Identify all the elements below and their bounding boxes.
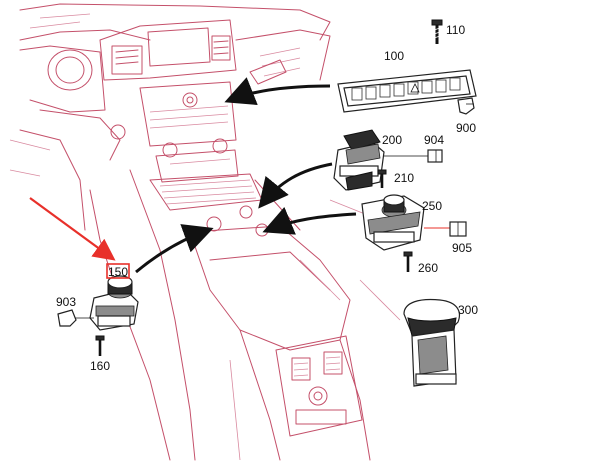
screw-160[interactable] <box>95 335 105 356</box>
part-labels: 110 100 900 200 904 210 250 905 260 300 … <box>56 23 478 373</box>
vehicle-interior-outline <box>9 3 401 461</box>
label-300: 300 <box>458 303 478 317</box>
part-300-selector[interactable] <box>403 298 461 387</box>
label-904: 904 <box>424 133 444 147</box>
screw-260[interactable] <box>403 251 413 272</box>
leader-arrows <box>135 77 357 274</box>
part-100-switch-panel[interactable] <box>337 69 477 113</box>
connector-903[interactable] <box>57 309 94 327</box>
label-200: 200 <box>382 133 402 147</box>
hazard-triangle-icon <box>410 83 420 93</box>
connector-905[interactable] <box>424 221 467 237</box>
part-200-switch-module[interactable] <box>333 129 385 191</box>
callout-arrow <box>29 197 116 261</box>
screw-210[interactable] <box>377 169 387 188</box>
label-150: 150 <box>108 265 128 279</box>
part-250-controller[interactable] <box>361 194 425 251</box>
label-100: 100 <box>384 49 404 63</box>
label-900: 900 <box>456 121 476 135</box>
label-903: 903 <box>56 295 76 309</box>
connector-904[interactable] <box>384 149 443 163</box>
connector-900[interactable] <box>457 97 475 115</box>
label-250: 250 <box>422 199 442 213</box>
label-260: 260 <box>418 261 438 275</box>
label-110: 110 <box>446 23 465 37</box>
label-160: 160 <box>90 359 110 373</box>
part-150-knob-switch[interactable] <box>89 275 139 331</box>
label-210: 210 <box>394 171 414 185</box>
screw-110[interactable] <box>431 19 443 44</box>
label-905: 905 <box>452 241 472 255</box>
highlight-box-150 <box>106 263 130 279</box>
